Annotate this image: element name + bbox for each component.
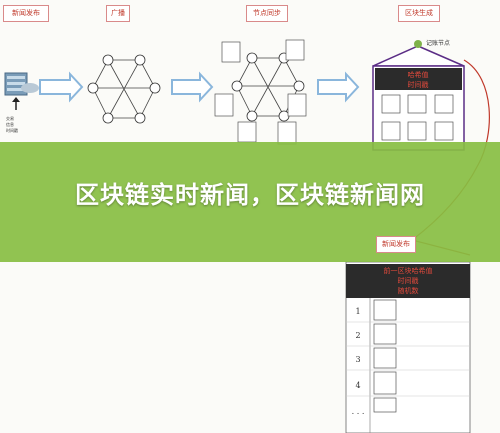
chain-row-number: 4	[355, 381, 360, 390]
node-icons-broadcast	[87, 54, 161, 124]
tag-broadcast: 广播	[106, 5, 130, 22]
chain-row-number: 2	[355, 331, 360, 340]
node-label: 记账节点	[426, 39, 450, 47]
chain-header-line2: 时间戳	[398, 276, 419, 285]
key-node-icon	[414, 40, 422, 48]
verification-note-boxes	[214, 39, 307, 145]
tag-block-generation: 区块生成	[398, 5, 440, 22]
flow-arrow-2	[171, 71, 214, 103]
block-tx-boxes	[381, 94, 454, 141]
chain-row-number: . . .	[352, 407, 365, 416]
banner-title: 区块链实时新闻，区块链新闻网	[75, 181, 425, 209]
block-header-line2: 时间戳	[408, 80, 429, 89]
server-note: 交易 信息 时间戳	[6, 116, 18, 133]
title-banner	[0, 142, 500, 262]
tag-new-block: 新闻发布	[376, 236, 416, 253]
tag-node-verification: 节点同步	[246, 5, 288, 22]
block-header-line1: 哈希值	[408, 70, 429, 79]
tag-new-transaction: 新闻发布	[3, 5, 49, 22]
flow-arrow-1	[39, 71, 84, 103]
chain-table	[345, 261, 471, 433]
chain-row-number: 3	[355, 355, 360, 364]
flow-arrow-3	[317, 71, 360, 103]
chain-header-line3: 随机数	[398, 286, 419, 295]
chain-header-line1: 前一区块哈希值	[384, 266, 433, 275]
server-icon	[4, 72, 39, 96]
network-broadcast	[92, 59, 156, 119]
chain-row-number: 1	[355, 307, 360, 316]
chain-tx-boxes	[373, 299, 397, 413]
up-arrow-icon	[12, 97, 20, 110]
